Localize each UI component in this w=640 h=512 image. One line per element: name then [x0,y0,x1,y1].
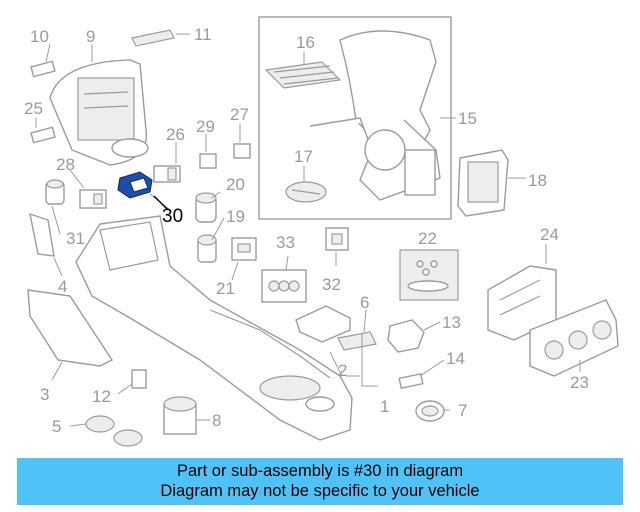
callout-30: 30 [162,206,183,227]
callout-24: 24 [540,225,559,244]
part-22-mat-set[interactable] [399,249,459,301]
callout-17: 17 [294,147,313,166]
part-3-side-panel[interactable] [27,289,114,367]
part-20-outlet[interactable] [195,192,217,223]
part-29-switch[interactable] [199,153,217,169]
callout-3: 3 [40,385,49,404]
part-26-switch[interactable] [153,165,181,183]
callout-10: 10 [30,27,49,46]
callout-23: 23 [570,373,589,392]
callout-2: 2 [338,361,347,380]
part-32-switch[interactable] [325,227,349,251]
part-18-panel[interactable] [457,149,509,217]
part-5-mat[interactable] [85,415,143,447]
part-13-bracket[interactable] [387,319,425,353]
leader-lines [35,33,581,427]
footer-line-2: Diagram may not be specific to your vehi… [160,482,480,500]
parts-diagram: 10 9 11 16 15 25 26 29 27 17 18 28 20 30… [24,16,619,447]
callout-4: 4 [58,277,67,296]
callout-31: 31 [66,229,85,248]
callout-1: 1 [380,397,389,416]
callout-33: 33 [276,233,295,252]
part-27-switch[interactable] [233,143,251,159]
part-1-center-console[interactable] [75,215,353,441]
callout-16: 16 [296,33,315,52]
part-30-highlighted-switch[interactable] [117,171,153,199]
callout-14: 14 [446,349,465,368]
part-25-switch[interactable] [30,126,56,144]
part-31-socket[interactable] [45,179,65,205]
footer-banner: Part or sub-assembly is #30 in diagram D… [17,458,623,505]
part-2-tray[interactable] [295,305,351,343]
part-21-usb[interactable] [231,237,257,261]
callout-labels: 10 9 11 16 15 25 26 29 27 17 18 28 20 30… [24,25,589,436]
footer-line-1: Part or sub-assembly is #30 in diagram [176,462,464,480]
part-8-cup-holder[interactable] [163,396,197,435]
callout-25: 25 [24,99,43,118]
part-33-control-panel[interactable] [261,269,307,303]
callout-6: 6 [360,293,369,312]
part-7-ring[interactable] [415,400,445,422]
callout-13: 13 [442,313,461,332]
callout-28: 28 [56,155,75,174]
callout-21: 21 [216,279,235,298]
callout-22: 22 [418,229,437,248]
part-17-vent[interactable] [285,181,327,203]
callout-32: 32 [322,275,341,294]
part-19-outlet[interactable] [197,234,217,263]
callout-20: 20 [226,175,245,194]
callout-5: 5 [52,417,61,436]
part-14-switch[interactable] [398,372,424,390]
part-28-switch[interactable] [79,189,107,209]
callout-8: 8 [212,411,221,430]
callout-27: 27 [230,105,249,124]
part-4-bracket[interactable] [29,212,55,257]
part-6-mat[interactable] [337,331,377,351]
callout-7: 7 [458,401,467,420]
part-16-storage-mat[interactable] [264,61,342,89]
callout-26: 26 [166,125,185,144]
callout-18: 18 [528,171,547,190]
part-9-center-trim[interactable] [49,59,149,166]
part-23-climate-control[interactable] [529,299,619,377]
callout-11: 11 [194,25,212,44]
part-10-clip[interactable] [30,60,56,78]
part-11-trim-strip[interactable] [131,29,175,47]
callout-29: 29 [196,117,215,136]
part-12-clip[interactable] [131,369,147,389]
callout-12: 12 [92,387,111,406]
callout-9: 9 [86,27,95,46]
callout-19: 19 [226,207,245,226]
callout-15: 15 [458,109,477,128]
part-15-armrest[interactable] [309,30,441,201]
